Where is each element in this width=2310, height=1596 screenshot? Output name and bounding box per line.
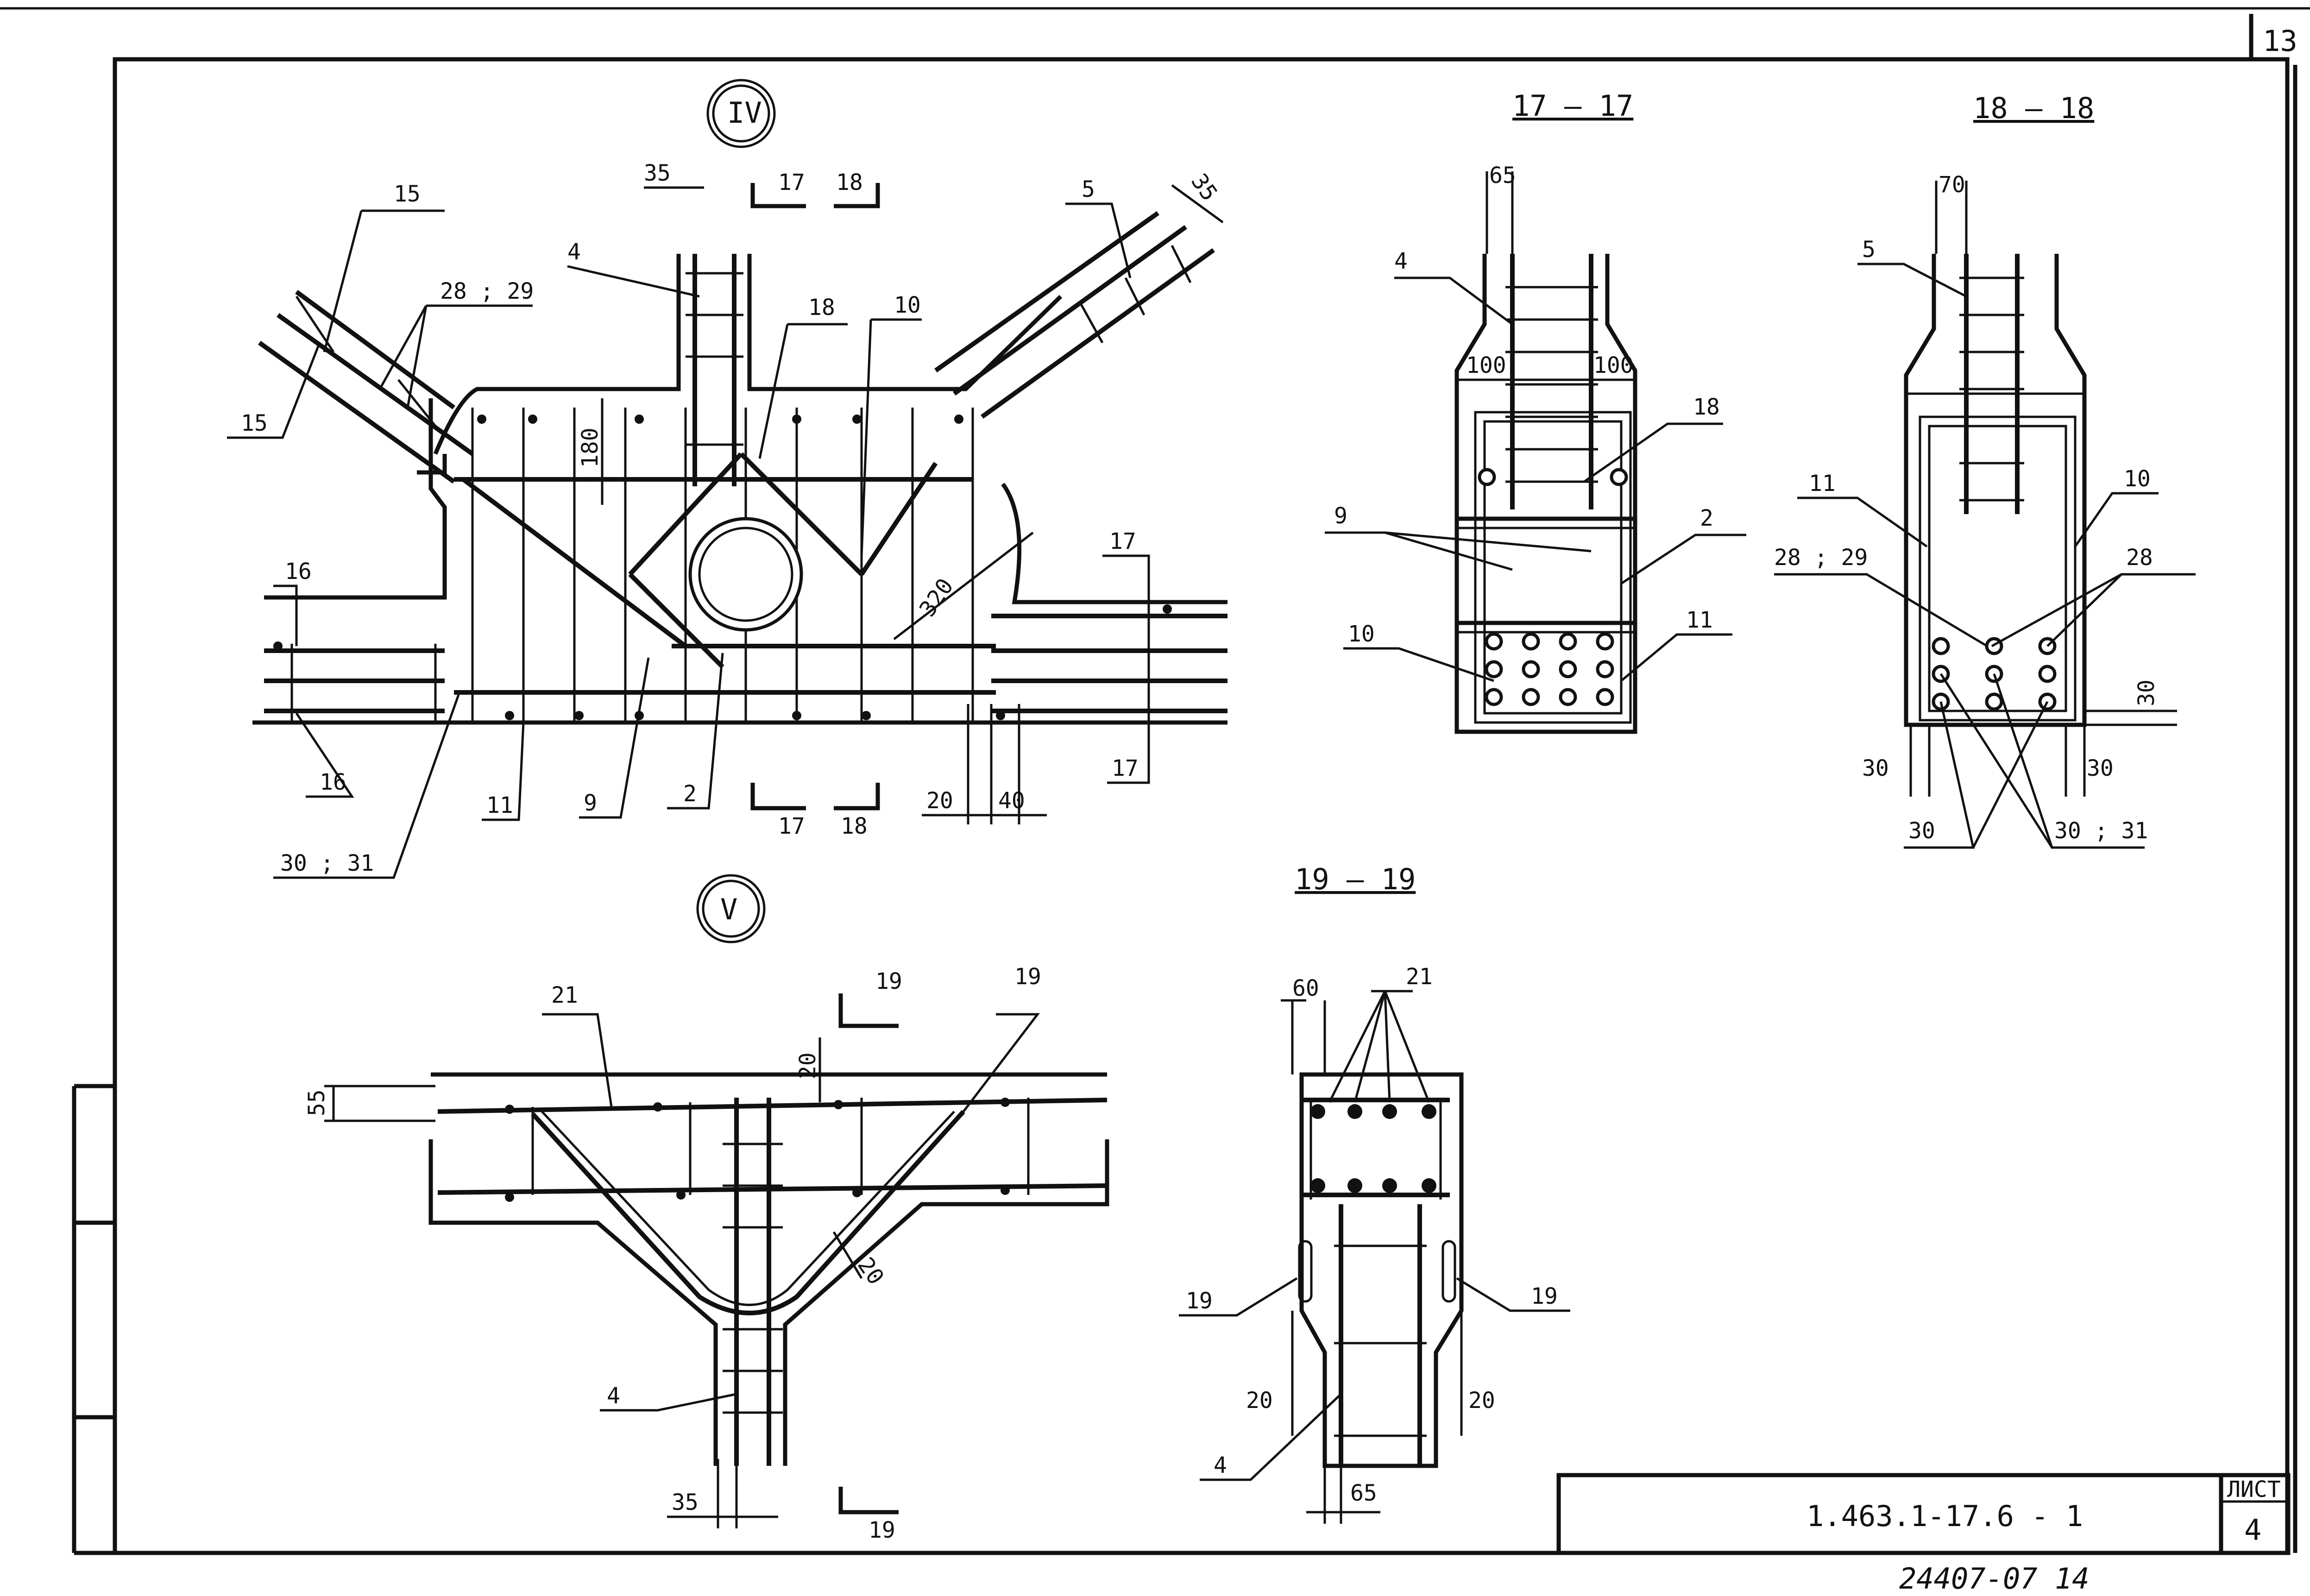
view-iv-rebar-dots	[273, 415, 1172, 720]
section-17-pos-4: 4	[1394, 248, 1408, 274]
view-iv-leaders	[227, 183, 1224, 879]
section-18-pos-10: 10	[2124, 466, 2151, 492]
section-18-pos-11: 11	[1809, 471, 1836, 496]
view-v-pos-19: 19	[1014, 964, 1041, 990]
view-iv-pos-16-bottom: 16	[320, 769, 346, 795]
view-iv-pos-4: 4	[567, 239, 581, 265]
section-17-pos-9: 9	[1334, 503, 1347, 529]
sheet-word: ЛИСТ	[2227, 1477, 2281, 1502]
view-iv-pos-2: 2	[683, 781, 697, 807]
view-iv-dim-180: 180	[577, 427, 603, 468]
section-19-dim-20-left: 20	[1246, 1388, 1273, 1414]
section-19-pos-19-left: 19	[1186, 1288, 1213, 1314]
view-iv-dim-320: 320	[914, 574, 959, 622]
view-iv-pos-9: 9	[584, 790, 597, 816]
view-v-cut-19-top: 19	[875, 968, 902, 994]
view-iv-pos-18: 18	[808, 295, 835, 320]
view-iv-pos-15-left: 15	[241, 410, 268, 436]
section-19-pos-19-right: 19	[1531, 1283, 1558, 1309]
view-iv-cut-17-bottom: 17	[778, 813, 805, 839]
section-18-drawing	[1774, 181, 2196, 849]
title-block	[1556, 1473, 2291, 1555]
section-17-dim-65: 65	[1489, 163, 1516, 189]
view-v-dim-55: 55	[304, 1089, 330, 1116]
section-18-dim-30-left: 30	[1862, 755, 1889, 781]
view-iv-marker: IV	[727, 96, 762, 130]
view-v-cut-19-bottom: 19	[869, 1517, 895, 1543]
view-iv-pos-17-top: 17	[1109, 528, 1136, 554]
view-iv-pos-30-31: 30 ; 31	[280, 850, 374, 876]
section-19-dim-65: 65	[1350, 1480, 1377, 1506]
view-iv-pos-10: 10	[894, 292, 921, 318]
view-iv-pos-11: 11	[486, 792, 513, 818]
view-iv-drawing	[252, 79, 1227, 725]
view-v-pos-4: 4	[607, 1383, 620, 1409]
section-19-dim-60: 60	[1292, 975, 1319, 1001]
section-18-dim-30-right: 30	[2087, 755, 2114, 781]
view-v-marker: V	[720, 892, 737, 926]
section-19-pos-4: 4	[1214, 1452, 1227, 1478]
section-19-drawing	[1179, 990, 1570, 1524]
view-iv-pos-15-top: 15	[394, 181, 421, 207]
view-iv-cut-18-bottom: 18	[841, 813, 868, 839]
sheet-frame	[0, 7, 2310, 1555]
view-iv-pos-28-29: 28 ; 29	[440, 278, 534, 304]
section-17-drawing	[1325, 171, 1746, 734]
section-17-pos-2: 2	[1700, 505, 1713, 531]
page-number-top: 13	[2263, 24, 2297, 58]
view-iv-dim-20: 20	[926, 788, 953, 814]
view-v-dim-35: 35	[672, 1489, 699, 1515]
section-18-pos-28: 28	[2126, 545, 2153, 571]
view-v-dim-20-top: 20	[795, 1052, 821, 1079]
section-18-dim-30-side: 30	[2134, 679, 2159, 706]
section-19-pos-21: 21	[1406, 964, 1433, 990]
section-18-title: 18 – 18	[1973, 91, 2094, 125]
section-17-dim-100-left: 100	[1466, 352, 1506, 378]
section-17-pos-10: 10	[1348, 621, 1375, 647]
section-17-pos-11: 11	[1686, 607, 1713, 633]
section-18-pos-5: 5	[1862, 237, 1876, 263]
section-19-title: 19 – 19	[1295, 862, 1416, 896]
view-iv-pos-16-top: 16	[285, 559, 312, 584]
section-18-pos-30: 30	[1908, 818, 1935, 844]
document-code: 1.463.1-17.6 - 1	[1806, 1499, 2083, 1533]
section-18-pos-30-31: 30 ; 31	[2054, 818, 2148, 844]
section-17-dim-100-right: 100	[1593, 352, 1634, 378]
view-iv-pos-17-bottom: 17	[1112, 755, 1139, 781]
view-v-drawing	[324, 874, 1109, 1528]
sheet-number: 4	[2244, 1513, 2261, 1547]
section-19-dim-20-right: 20	[1468, 1388, 1495, 1414]
view-iv-dim-35-top: 35	[644, 160, 671, 186]
section-17-pos-18: 18	[1693, 394, 1720, 420]
inventory-number: 24407-07 14	[1899, 1562, 2090, 1596]
view-iv-dim-40: 40	[998, 788, 1025, 814]
section-17-title: 17 – 17	[1512, 89, 1633, 123]
view-iv-cut-18-top: 18	[836, 170, 863, 195]
view-iv-pos-5: 5	[1082, 176, 1095, 202]
section-18-pos-28-29: 28 ; 29	[1774, 545, 1868, 571]
view-iv-cut-17-top: 17	[778, 170, 805, 195]
section-18-dim-70: 70	[1939, 172, 1965, 198]
view-v-pos-21: 21	[551, 982, 578, 1008]
